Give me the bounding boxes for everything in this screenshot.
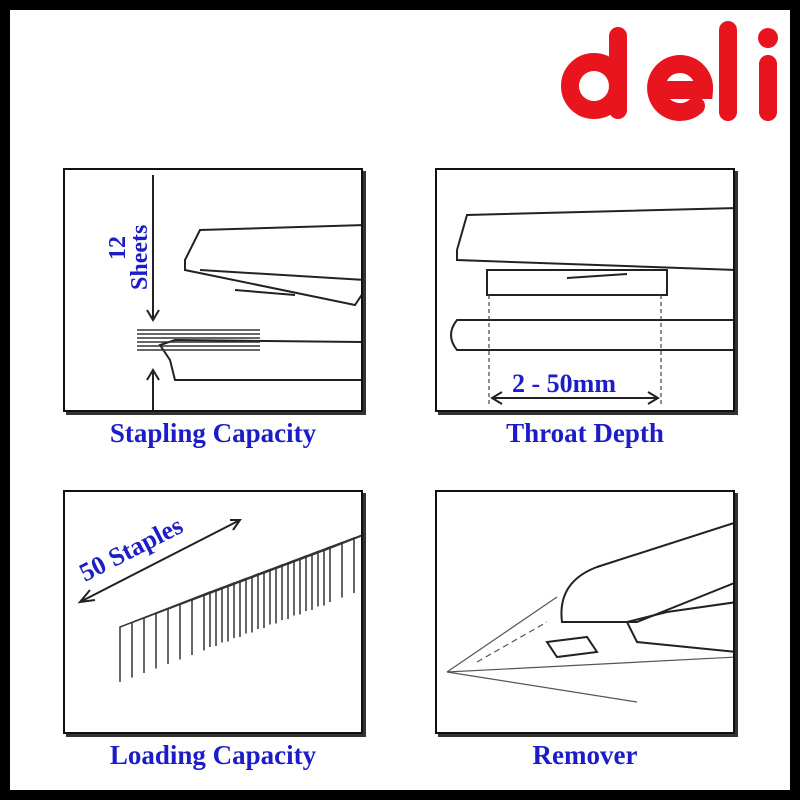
loading-capacity-panel: 50 Staples — [63, 490, 363, 734]
capacity-label-number: 12 — [105, 236, 131, 260]
product-infographic: 12 Sheets Stapling Capacity 2 - 50mm Thr… — [10, 10, 790, 790]
throat-depth-label: 2 - 50mm — [512, 369, 616, 398]
remover-panel — [435, 490, 735, 734]
loading-capacity-caption: Loading Capacity — [109, 740, 317, 770]
remover-caption: Remover — [532, 740, 638, 770]
throat-depth-panel: 2 - 50mm — [435, 168, 735, 412]
staple-strip — [119, 534, 361, 682]
staples-illustration: 50 Staples — [75, 511, 361, 682]
throat-depth-caption: Throat Depth — [506, 418, 664, 448]
capacity-label-unit: Sheets — [127, 225, 153, 290]
stapling-capacity-caption: Stapling Capacity — [109, 418, 317, 448]
stapling-capacity-panel: 12 Sheets — [63, 168, 363, 412]
stapler-sheets-illustration: 12 Sheets — [105, 175, 361, 410]
deli-logo — [561, 21, 778, 121]
throat-depth-illustration: 2 - 50mm — [450, 207, 733, 405]
remover-illustration — [446, 522, 733, 703]
